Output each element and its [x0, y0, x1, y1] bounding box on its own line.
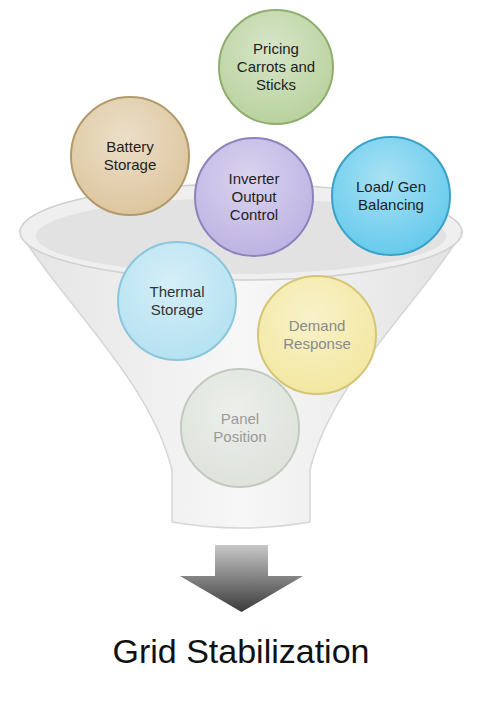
topic-circle: Pricing Carrots and Sticks	[217, 8, 335, 126]
circle-label: Inverter Output Control	[209, 170, 299, 224]
circle-label: Battery Storage	[85, 138, 175, 174]
circle-label: Pricing Carrots and Sticks	[233, 40, 319, 94]
topic-circle: Thermal Storage	[116, 240, 238, 362]
circle-label: Load/ Gen Balancing	[346, 178, 436, 214]
circle-label: Demand Response	[272, 317, 362, 353]
topic-circle: Load/ Gen Balancing	[330, 135, 452, 257]
topic-circle: Demand Response	[256, 274, 378, 396]
topic-circle: Inverter Output Control	[193, 136, 315, 258]
circle-label: Panel Position	[195, 410, 285, 446]
topic-circle: Panel Position	[179, 367, 301, 489]
circle-label: Thermal Storage	[132, 283, 222, 319]
diagram-caption: Grid Stabilization	[0, 632, 482, 671]
topic-circle: Battery Storage	[69, 95, 191, 217]
